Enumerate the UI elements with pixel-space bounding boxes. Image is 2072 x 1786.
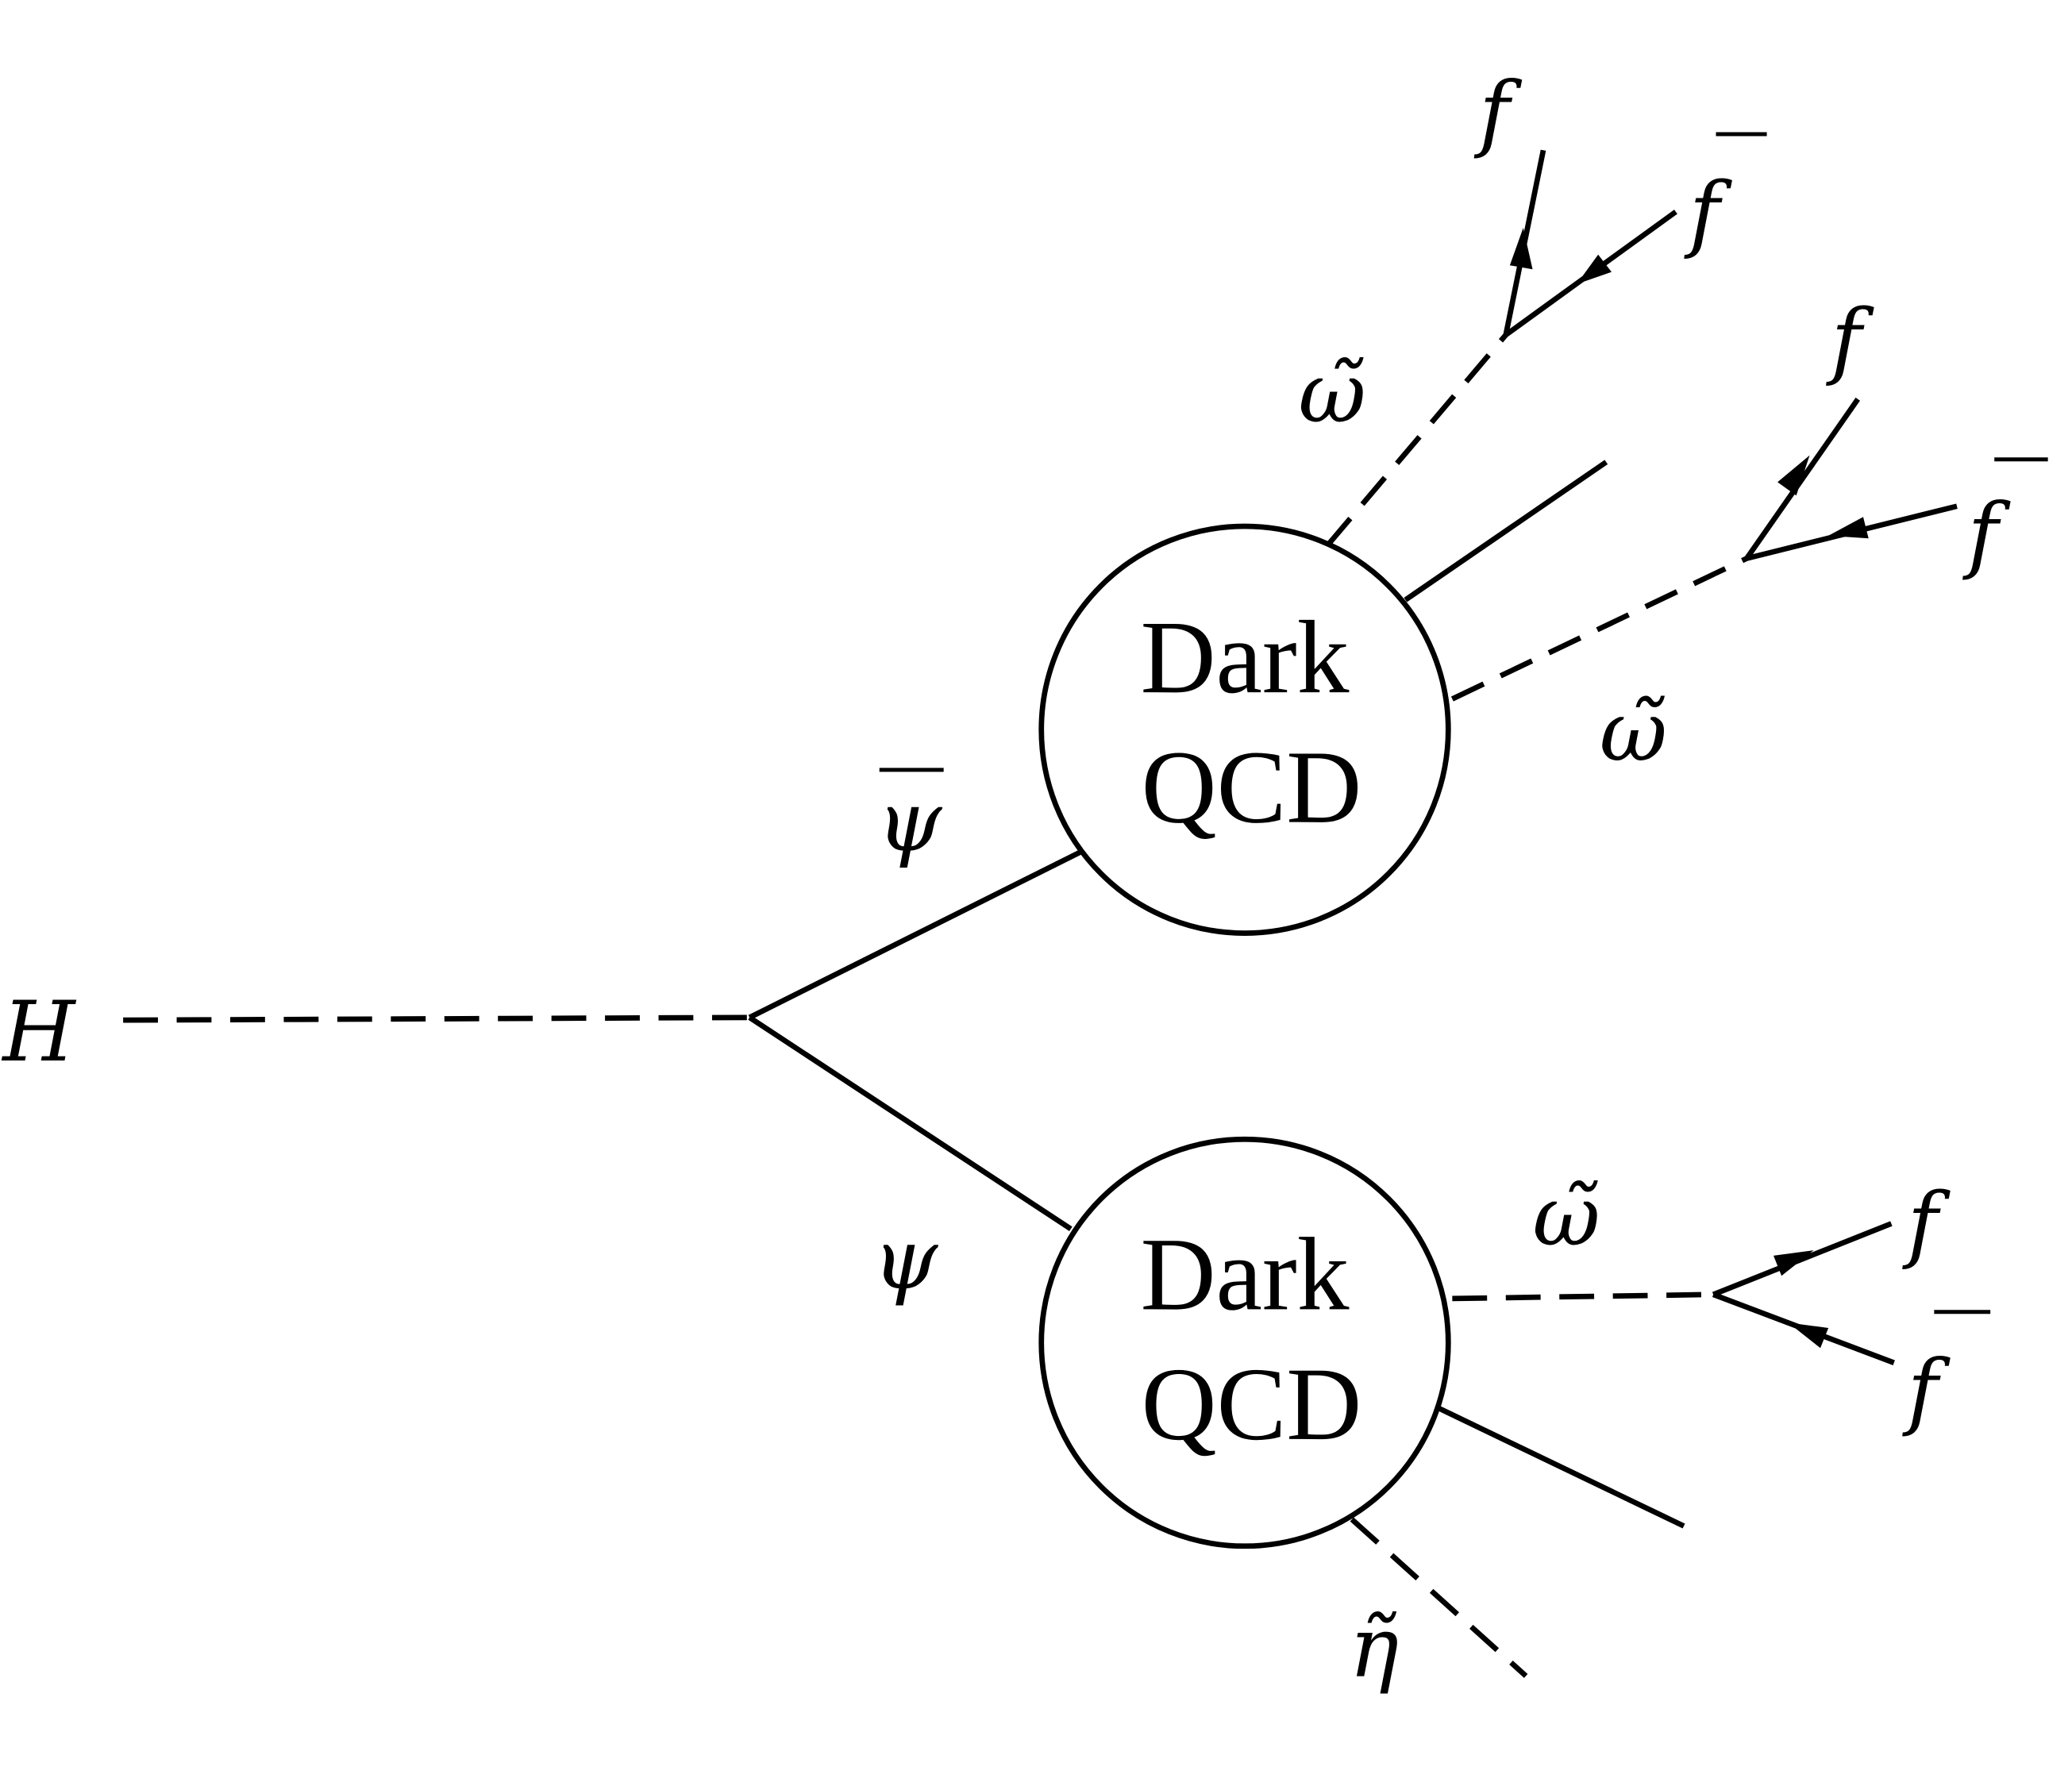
label-higgs: H	[1, 983, 76, 1080]
jet-line	[1438, 1406, 1685, 1529]
arrow-icon	[1774, 1250, 1814, 1276]
omega-propagator	[1450, 556, 1748, 702]
label-fbar: f	[1684, 164, 1733, 261]
fermion-line	[1744, 397, 1860, 560]
label-psi: ψ	[872, 1211, 938, 1307]
blob-text: QCD	[1142, 730, 1362, 845]
higgs-propagator	[123, 1014, 750, 1023]
psi-bar-line	[748, 849, 1083, 1020]
jet-line	[1404, 460, 1608, 602]
label-psi-bar: ψ	[876, 773, 942, 870]
eta-propagator	[1350, 1517, 1528, 1678]
blob-text: Dark	[1141, 600, 1350, 715]
arrow-icon	[1828, 517, 1869, 539]
blob-text: QCD	[1142, 1347, 1362, 1462]
label-omega: ω̃	[1533, 1168, 1600, 1264]
label-fbar: f	[1962, 486, 2011, 583]
label-fbar: f	[1902, 1342, 1951, 1439]
label-f: f	[1473, 64, 1523, 160]
blob-text: Dark	[1141, 1217, 1350, 1332]
omega-propagator	[1452, 1291, 1714, 1302]
label-eta: η̃	[1350, 1599, 1400, 1696]
label-f: f	[1826, 291, 1875, 388]
arrow-icon	[1509, 228, 1533, 270]
label-omega: ω̃	[1600, 683, 1667, 780]
arrow-icon	[1777, 455, 1810, 496]
dark-qcd-blob-lower	[1038, 1136, 1451, 1549]
psi-line	[748, 1014, 1073, 1232]
label-omega: ω̃	[1298, 345, 1365, 442]
dark-qcd-blob-upper	[1038, 523, 1451, 936]
label-f: f	[1902, 1175, 1951, 1272]
omega-propagator	[1325, 333, 1508, 547]
arrow-icon	[1577, 254, 1612, 284]
arrow-icon	[1788, 1322, 1829, 1349]
